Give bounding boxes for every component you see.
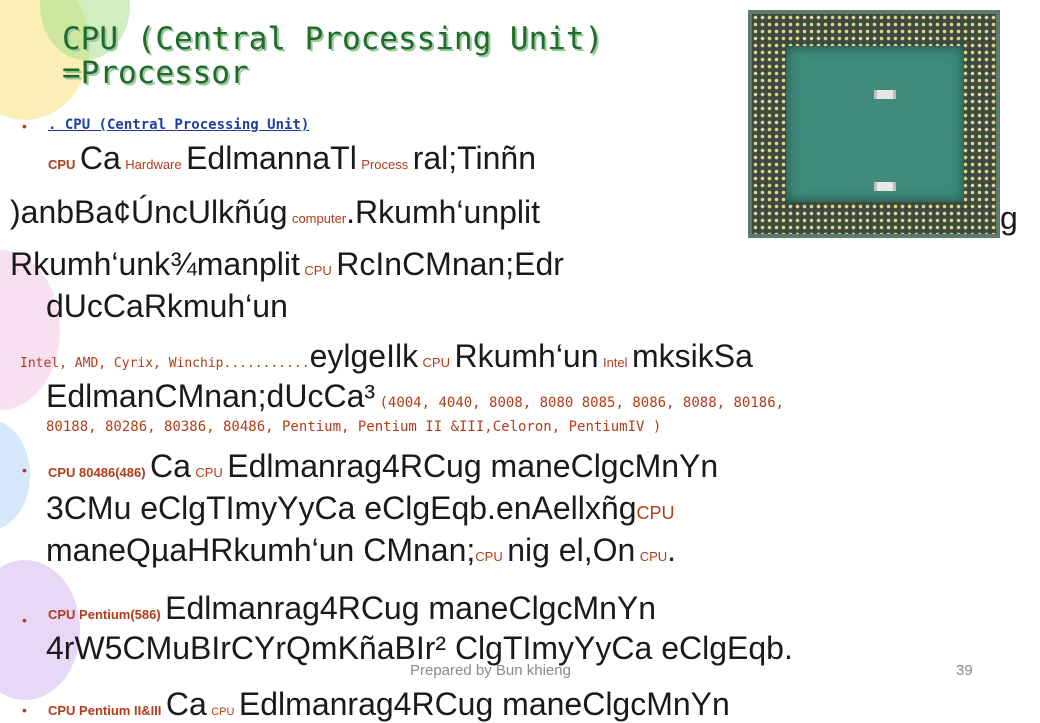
text-b3a: CPU Pentium(586): [48, 607, 161, 622]
text-l6b: eylgeIlk: [309, 338, 419, 374]
title-line-2: =Processor: [62, 55, 249, 91]
text-computer: computer: [291, 211, 347, 226]
text-ral-tinnn: ral;Tinñn: [412, 140, 537, 176]
text-hardware: Hardware: [125, 157, 182, 172]
text-l6d: Rkumh‘un: [454, 338, 599, 374]
text-cpu: CPU: [48, 157, 76, 172]
text-b4b: Ca: [165, 686, 207, 722]
text-l7b: (4004, 4040, 8008, 8080 8085, 8086, 8088…: [379, 395, 785, 411]
text-l3a: )anbBa¢ÚncUlkñúg: [10, 194, 288, 230]
text-b3-l2: 4rW5CMuBIrCYrQmKñaBIr² ClgTImyYyCa eClgE…: [46, 630, 793, 666]
text-l3c: .Rkumh‘unplit: [346, 194, 541, 230]
slide-title: CPU (Central Processing Unit) =Processor: [62, 22, 603, 90]
text-l8: 80188, 80286, 80386, 80486, Pentium, Pen…: [46, 419, 662, 435]
text-b2d: Edlmanrag4RCug maneClgcMnYn: [227, 448, 719, 484]
page-number: 39: [956, 662, 973, 679]
text-b2-l3b: CPU: [475, 549, 503, 564]
text-b2-l3c: nig el,On: [507, 532, 636, 568]
text-l4a: Rkumh‘unk¾manplit: [10, 246, 300, 282]
text-ca: Ca: [79, 140, 121, 176]
text-l6f: mksikSa: [632, 338, 753, 374]
text-b2-l2b: CPU: [636, 503, 675, 523]
text-b2a: CPU 80486(486): [48, 465, 146, 480]
text-b2b: Ca: [150, 448, 191, 484]
text-b4c: CPU: [211, 706, 235, 718]
bullet-1: •: [22, 118, 27, 134]
cpu-definition-link[interactable]: . CPU (Central Processing Unit): [48, 117, 310, 133]
text-l4b: CPU: [304, 263, 332, 278]
text-b2-l2: 3CMu eClgTImyYyCa eClgEqb.enAellxñg: [46, 490, 637, 526]
cpu-chip-image: [748, 10, 1000, 238]
text-b2-l3d: CPU: [639, 549, 668, 564]
text-b4a: CPU Pentium II&III: [48, 703, 162, 718]
text-process: Process: [361, 157, 409, 172]
title-line-1: CPU (Central Processing Unit): [62, 21, 604, 57]
text-b4d: Edlmanrag4RCug maneClgcMnYn: [238, 686, 730, 722]
bullet-3: •: [22, 612, 27, 628]
text-l6e: Intel: [602, 355, 628, 370]
text-l3d: g: [1000, 200, 1018, 236]
text-l6a: Intel, AMD, Cyrix, Winchip...........: [20, 356, 310, 371]
text-b3b: Edlmanrag4RCug maneClgcMnYn: [165, 590, 657, 626]
footer-author: Prepared by Bun khieng: [410, 662, 571, 679]
text-b2-l3a: maneQµaHRkumh‘un CMnan;: [46, 532, 476, 568]
text-b2c: CPU: [195, 465, 223, 480]
text-l5: dUcCaRkmuh‘un: [46, 288, 288, 324]
text-b2-l3e: .: [667, 532, 677, 568]
text-l7a: EdlmanCMnan;dUcCa³: [46, 378, 376, 414]
bullet-2: •: [22, 462, 27, 478]
text-l4c: RcInCMnan;Edr: [336, 246, 564, 282]
bullet-4: •: [22, 702, 27, 718]
text-l6c: CPU: [422, 355, 450, 370]
text-edlmannatl: EdlmannaTl: [186, 140, 357, 176]
